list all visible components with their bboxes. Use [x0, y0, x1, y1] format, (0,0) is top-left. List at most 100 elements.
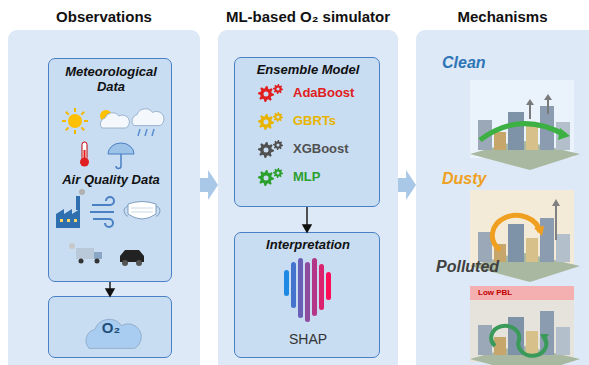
box-text: GBRTs	[293, 114, 379, 129]
box-heading: Mechanisms	[416, 8, 589, 25]
dusty-scene	[552, 199, 560, 206]
sun-icon	[66, 112, 69, 115]
clean-scene	[470, 80, 574, 158]
box-text: MLP	[293, 170, 379, 185]
box-text: Clean	[442, 54, 532, 72]
factory-icon	[60, 219, 63, 222]
sun-icon	[68, 114, 82, 128]
umbrella-icon	[116, 154, 121, 169]
box-heading: Ensemble Model	[239, 63, 377, 78]
sun-icon	[62, 120, 66, 122]
annotation-label: Low PBL	[478, 289, 512, 297]
dusty-scene	[470, 190, 574, 268]
observations-panel: ObservationsMeteorological DataAir Quali…	[8, 0, 200, 365]
rain-cloud-icon	[132, 109, 164, 126]
o2-cloud-icon	[86, 319, 141, 348]
car-icon	[122, 260, 128, 266]
block-arrow	[398, 170, 416, 200]
dusty-scene	[508, 224, 524, 262]
partly-cloudy-icon	[100, 110, 129, 128]
gear-icon	[273, 168, 283, 178]
factory-icon	[76, 196, 80, 210]
shap-logo	[284, 258, 331, 322]
sun-icon	[81, 112, 84, 115]
wind-icon	[93, 219, 113, 227]
box-text: SHAP	[239, 331, 377, 347]
sun-icon	[81, 127, 84, 130]
umbrella-icon	[108, 143, 134, 169]
thermometer-icon	[80, 142, 89, 167]
dusty-scene	[526, 238, 538, 262]
clean-scene	[508, 112, 524, 150]
gear-icon	[258, 142, 274, 158]
thermometer-icon	[80, 158, 89, 167]
factory-icon	[56, 189, 85, 228]
shap-logo	[291, 262, 296, 308]
mask-icon	[124, 202, 160, 220]
gear-icon	[264, 148, 269, 153]
shap-logo	[319, 264, 324, 310]
gear-icon	[264, 120, 269, 125]
sun-icon	[74, 130, 76, 134]
shap-logo	[326, 272, 331, 300]
dusty-scene	[555, 204, 557, 240]
gear-icon	[258, 84, 283, 102]
wind-icon	[90, 211, 114, 213]
clean-scene	[494, 132, 506, 150]
truck-icon	[94, 252, 102, 259]
factory-icon	[56, 209, 80, 228]
input-data-box: Meteorological DataAir Quality Data	[48, 58, 172, 282]
flow-arrow	[106, 282, 114, 296]
gear-icon	[273, 140, 283, 150]
mask-icon	[131, 212, 153, 213]
sun-icon	[62, 108, 88, 134]
factory-icon	[79, 189, 85, 195]
thermometer-icon	[82, 142, 87, 160]
car-icon	[120, 250, 144, 262]
clean-scene	[480, 124, 565, 140]
gear-icon	[277, 172, 280, 175]
polluted-scene	[494, 337, 506, 355]
polluted-scene	[526, 331, 538, 355]
gear-icon	[258, 112, 283, 130]
dusty-scene	[556, 234, 570, 262]
flow-arrow	[303, 207, 311, 232]
clean-scene	[529, 103, 531, 119]
gear-icon	[277, 88, 280, 91]
rain-cloud-icon	[132, 109, 164, 136]
mask-icon	[131, 208, 153, 209]
box-text: Dusty	[442, 170, 532, 188]
clean-scene	[547, 98, 549, 114]
dusty-scene	[534, 226, 544, 236]
gear-icon	[273, 84, 283, 94]
gear-icon	[277, 144, 280, 147]
polluted-scene	[470, 286, 580, 365]
rain-cloud-icon	[138, 129, 140, 136]
factory-icon	[67, 219, 70, 222]
clean-scene	[556, 122, 570, 150]
clean-scene	[526, 99, 534, 105]
box-heading: ML-based O₂ simulator	[196, 8, 420, 25]
mask-icon	[124, 206, 160, 216]
wind-icon	[92, 197, 114, 205]
polluted-scene	[470, 286, 574, 300]
gear-icon	[258, 170, 274, 186]
car-icon	[136, 260, 142, 266]
mask-icon	[128, 202, 156, 220]
box-heading: O₂	[49, 319, 173, 336]
clean-scene	[558, 128, 570, 140]
gear-icon	[258, 140, 283, 158]
dusty-scene	[470, 190, 580, 282]
umbrella-icon	[108, 143, 134, 154]
polluted-scene	[540, 334, 549, 342]
o2-cloud-icon	[86, 319, 141, 348]
block-arrow	[200, 170, 218, 200]
box-text: Polluted	[436, 258, 536, 276]
truck-icon	[69, 243, 75, 249]
sun-icon	[66, 127, 69, 130]
gear-icon	[264, 176, 269, 181]
box-heading: Interpretation	[239, 238, 377, 253]
dusty-scene	[492, 215, 540, 250]
sun-icon	[84, 120, 88, 122]
